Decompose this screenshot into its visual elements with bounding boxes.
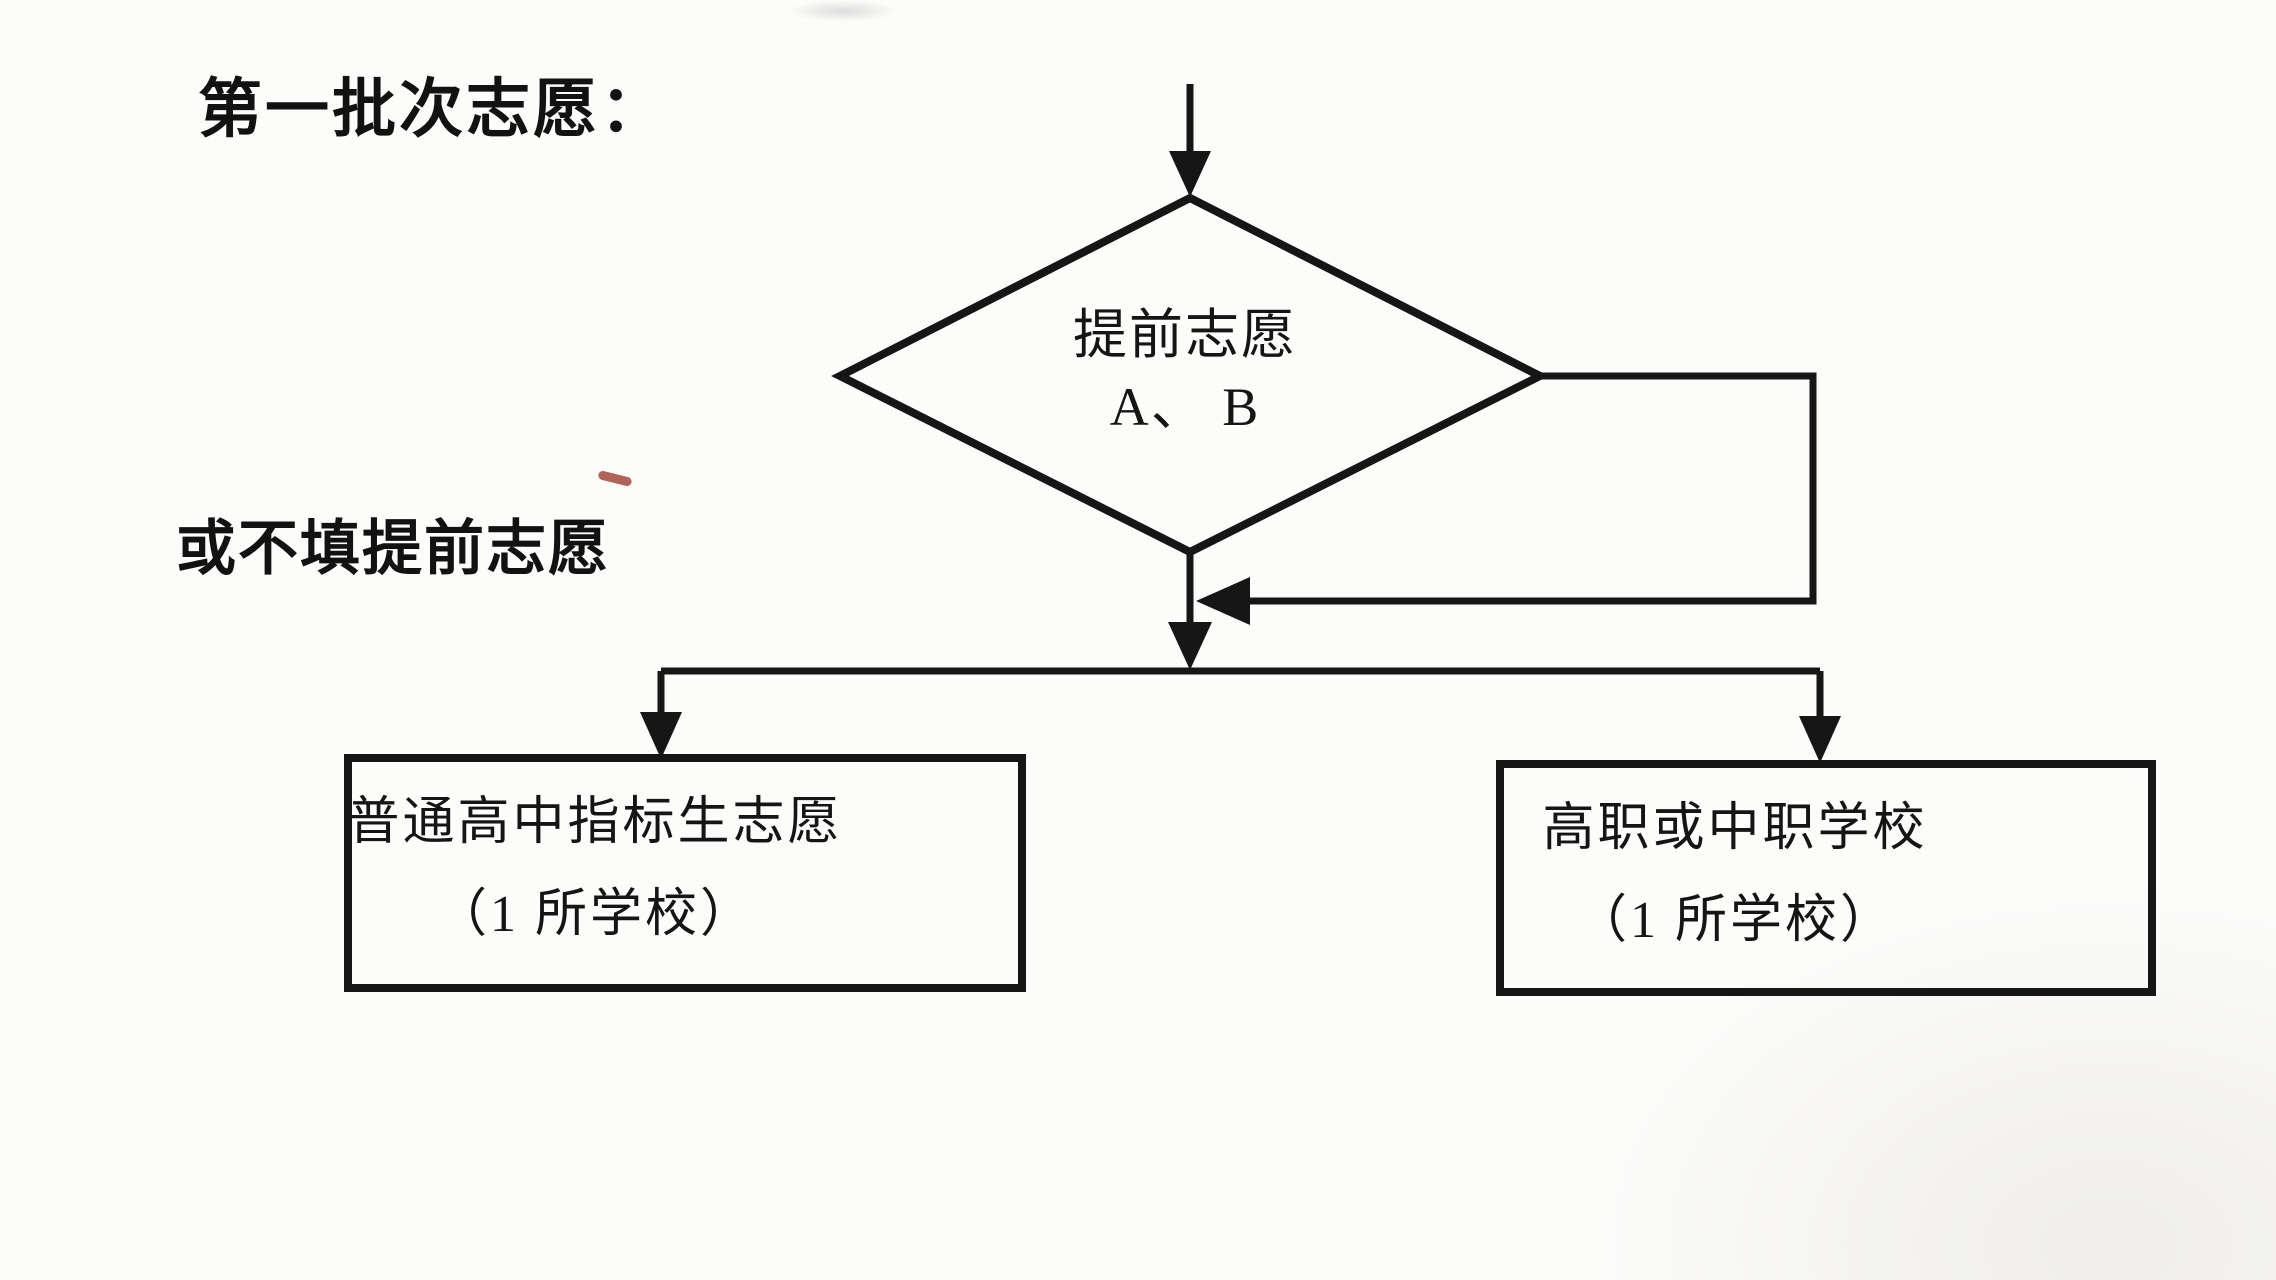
left-box-label-line2: （1 所学校） <box>434 886 755 943</box>
process-box-left <box>344 754 1026 992</box>
scan-smudge <box>788 0 898 22</box>
loop-connector <box>1244 372 1817 605</box>
left-box-label-line1: 普通高中指标生志愿 <box>347 794 843 851</box>
right-box-label-line1: 高职或中职学校 <box>1542 800 1928 857</box>
loop-return-arrowhead-icon <box>1196 577 1250 625</box>
decision-label-line1: 提前志愿 <box>1073 305 1297 365</box>
decision-label-line2: A、 B <box>1109 377 1261 437</box>
decision-label: 提前志愿 A、 B <box>935 299 1435 443</box>
page-title: 第一批次志愿： <box>198 73 667 145</box>
right-box-label-line2: （1 所学校） <box>1574 892 1895 949</box>
entry-arrowhead-icon <box>1169 151 1211 197</box>
right-branch-arrowhead-icon <box>1799 716 1841 763</box>
left-box-label: 普通高中指标生志愿 （1 所学校） <box>258 777 932 961</box>
left-branch-arrowhead-icon <box>640 712 682 759</box>
side-note-label: 或不填提前志愿 <box>176 515 610 582</box>
right-box-label: 高职或中职学校 （1 所学校） <box>1398 783 2072 967</box>
process-box-right <box>1496 760 2156 996</box>
stem-arrowhead-icon <box>1168 622 1212 670</box>
